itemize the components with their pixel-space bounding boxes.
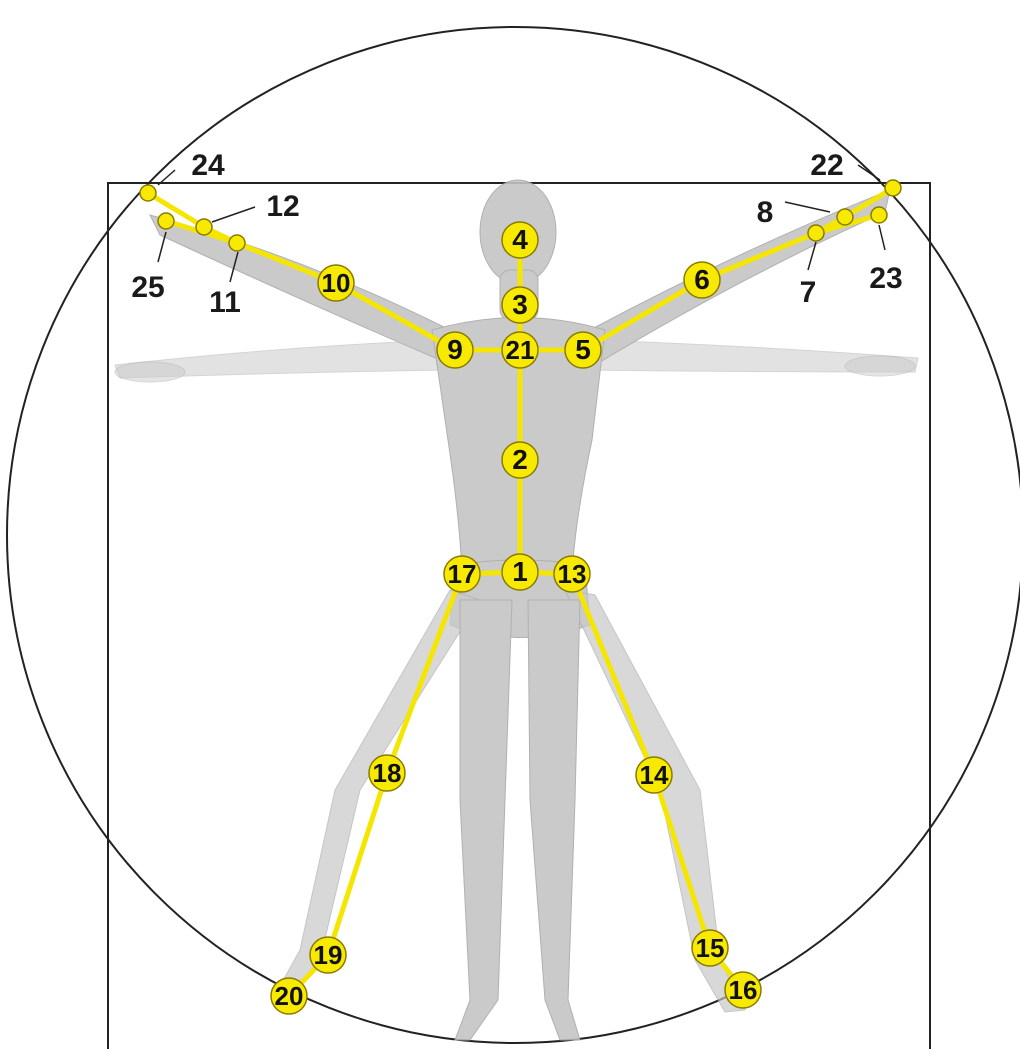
joint-label-3: 3 (512, 289, 528, 320)
joint-label-13: 13 (558, 559, 587, 589)
joint-22: 22 (810, 149, 901, 196)
joint-marker-8 (837, 209, 853, 225)
joint-label-9: 9 (447, 334, 463, 365)
joint-label-22: 22 (810, 149, 843, 182)
bone-17-18 (387, 574, 462, 773)
joint-label-6: 6 (694, 264, 710, 295)
joint-17: 17 (444, 556, 480, 592)
joint-3: 3 (502, 287, 538, 323)
joint-label-21: 21 (506, 335, 535, 365)
joint-label-8: 8 (757, 196, 774, 229)
joint-marker-24 (140, 185, 156, 201)
joint-9: 9 (437, 332, 473, 368)
joint-23: 23 (869, 207, 902, 295)
joint-16: 16 (725, 972, 761, 1008)
joint-6: 6 (684, 262, 720, 298)
joint-19: 19 (310, 937, 346, 973)
joint-21: 21 (502, 332, 538, 368)
joint-marker-12 (196, 219, 212, 235)
joint-label-20: 20 (275, 981, 304, 1011)
joint-label-23: 23 (869, 262, 902, 295)
joint-marker-7 (808, 225, 824, 241)
joint-label-4: 4 (512, 224, 528, 255)
joint-label-1: 1 (512, 556, 528, 587)
joint-5: 5 (565, 332, 601, 368)
joint-label-24: 24 (191, 149, 225, 182)
joint-label-5: 5 (575, 334, 591, 365)
joint-1: 1 (502, 554, 538, 590)
joint-label-12: 12 (266, 190, 299, 223)
joint-label-17: 17 (448, 559, 477, 589)
joint-15: 15 (692, 930, 728, 966)
joint-marker-23 (871, 207, 887, 223)
joint-marker-11 (229, 235, 245, 251)
joint-label-16: 16 (729, 975, 758, 1005)
joint-label-15: 15 (696, 933, 725, 963)
joint-marker-25 (158, 213, 174, 229)
joint-12: 12 (196, 190, 300, 235)
joint-label-19: 19 (314, 940, 343, 970)
joint-marker-22 (885, 180, 901, 196)
joint-20: 20 (271, 978, 307, 1014)
joint-14: 14 (636, 757, 672, 793)
joint-label-10: 10 (322, 268, 351, 298)
joint-25: 25 (131, 213, 174, 304)
joint-2: 2 (502, 442, 538, 478)
bone-5-6 (583, 280, 702, 350)
joint-4: 4 (502, 222, 538, 258)
bone-13-14 (572, 574, 654, 775)
joint-label-14: 14 (640, 760, 669, 790)
joint-label-2: 2 (512, 444, 528, 475)
joint-label-18: 18 (373, 758, 402, 788)
joint-10: 10 (318, 265, 354, 301)
joint-18: 18 (369, 755, 405, 791)
joint-13: 13 (554, 556, 590, 592)
joint-label-11: 11 (209, 286, 241, 319)
joint-label-25: 25 (131, 271, 164, 304)
joint-24: 24 (140, 149, 225, 201)
joint-label-7: 7 (800, 276, 817, 309)
